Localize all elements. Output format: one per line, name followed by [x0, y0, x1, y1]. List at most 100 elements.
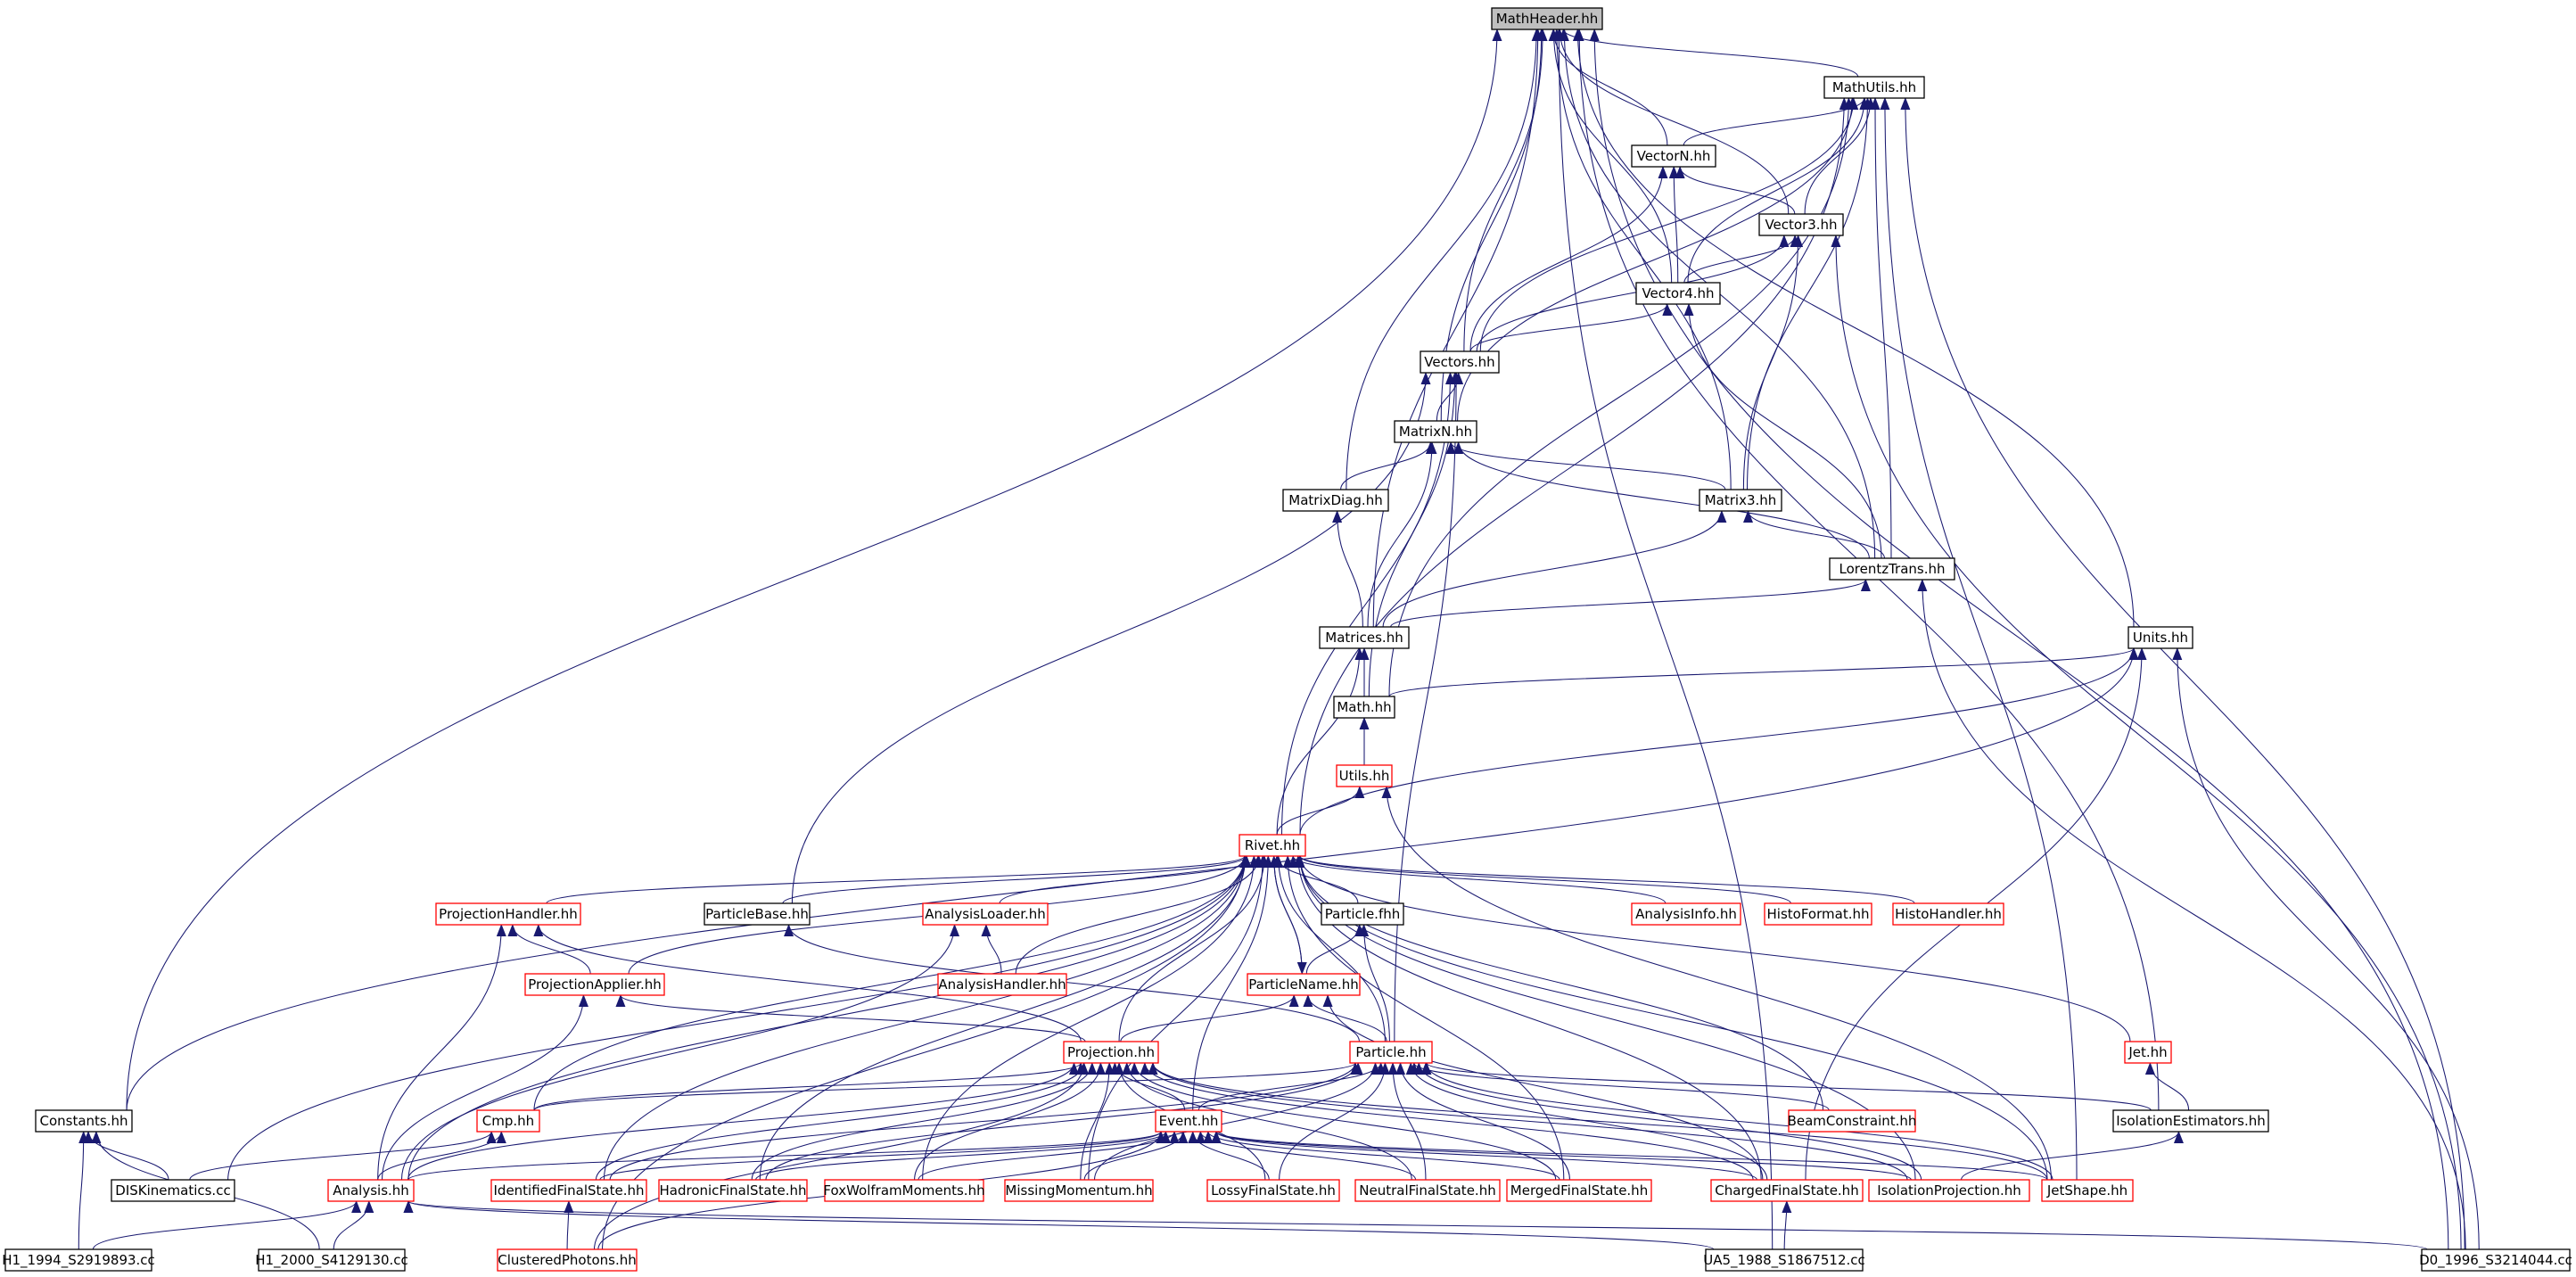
node-box[interactable] — [435, 902, 581, 926]
node-box[interactable] — [1155, 1109, 1222, 1133]
node-box[interactable] — [1788, 1109, 1916, 1133]
node-label[interactable]: AnalysisLoader.hh — [925, 906, 1046, 922]
node-label[interactable]: Analysis.hh — [333, 1182, 409, 1199]
node-label[interactable]: MergedFinalState.hh — [1510, 1182, 1648, 1199]
node-box[interactable] — [111, 1179, 235, 1202]
node-math[interactable]: Math.hh — [1333, 696, 1395, 719]
node-label[interactable]: NeutralFinalState.hh — [1359, 1182, 1495, 1199]
node-box[interactable] — [1829, 557, 1955, 581]
node-jetshape[interactable]: JetShape.hh — [2041, 1179, 2134, 1202]
node-jet[interactable]: Jet.hh — [2124, 1041, 2172, 1064]
node-label[interactable]: D0_1996_S3214044.cc — [2419, 1252, 2572, 1269]
node-lorentztrans[interactable]: LorentzTrans.hh — [1829, 557, 1955, 581]
node-mathheader[interactable]: MathHeader.hh — [1491, 7, 1603, 30]
node-label[interactable]: Matrix3.hh — [1705, 492, 1777, 508]
node-box[interactable] — [1349, 1041, 1433, 1064]
node-analysisloader[interactable]: AnalysisLoader.hh — [922, 902, 1049, 926]
node-label[interactable]: JetShape.hh — [2046, 1182, 2127, 1199]
node-vector4[interactable]: Vector4.hh — [1635, 282, 1721, 305]
node-identifiedfinalstate[interactable]: IdentifiedFinalState.hh — [490, 1179, 647, 1202]
node-isolationprojection[interactable]: IsolationProjection.hh — [1868, 1179, 2030, 1202]
node-label[interactable]: Units.hh — [2133, 630, 2188, 646]
node-missingmomentum[interactable]: MissingMomentum.hh — [1004, 1179, 1154, 1202]
node-label[interactable]: MathUtils.hh — [1832, 79, 1916, 95]
node-clusteredphotons[interactable]: ClusteredPhotons.hh — [497, 1248, 638, 1272]
node-label[interactable]: MatrixDiag.hh — [1288, 492, 1382, 508]
node-label[interactable]: LossyFinalState.hh — [1211, 1182, 1336, 1199]
node-box[interactable] — [1699, 489, 1782, 512]
node-box[interactable] — [1635, 282, 1721, 305]
node-label[interactable]: ClusteredPhotons.hh — [498, 1252, 637, 1268]
node-box[interactable] — [1206, 1179, 1340, 1202]
node-utils[interactable]: Utils.hh — [1336, 764, 1393, 787]
node-label[interactable]: HistoFormat.hh — [1767, 906, 1870, 922]
node-box[interactable] — [1892, 902, 2004, 926]
node-label[interactable]: Jet.hh — [2127, 1044, 2167, 1060]
node-box[interactable] — [1491, 7, 1603, 30]
node-diskinematics[interactable]: DISKinematics.cc — [111, 1179, 235, 1202]
node-units[interactable]: Units.hh — [2127, 626, 2193, 649]
node-label[interactable]: H1_1994_S2919893.cc — [2, 1252, 155, 1269]
node-analysishandler[interactable]: AnalysisHandler.hh — [937, 973, 1067, 996]
node-box[interactable] — [1710, 1179, 1864, 1202]
node-box[interactable] — [1394, 420, 1477, 443]
node-label[interactable]: Rivet.hh — [1245, 837, 1300, 853]
node-label[interactable]: IsolationEstimators.hh — [2116, 1113, 2265, 1129]
node-box[interactable] — [1319, 626, 1410, 649]
node-box[interactable] — [490, 1179, 647, 1202]
node-box[interactable] — [704, 902, 811, 926]
node-box[interactable] — [476, 1109, 540, 1133]
node-label[interactable]: Particle.hh — [1355, 1044, 1426, 1060]
node-matrixdiag[interactable]: MatrixDiag.hh — [1282, 489, 1389, 512]
node-label[interactable]: BeamConstraint.hh — [1788, 1113, 1917, 1129]
node-particlefhh[interactable]: Particle.fhh — [1321, 902, 1404, 926]
node-rivet[interactable]: Rivet.hh — [1239, 834, 1306, 857]
node-label[interactable]: ProjectionHandler.hh — [439, 906, 578, 922]
node-box[interactable] — [1758, 213, 1844, 236]
node-box[interactable] — [1239, 834, 1306, 857]
node-label[interactable]: VectorN.hh — [1637, 148, 1711, 164]
node-box[interactable] — [2421, 1248, 2571, 1272]
node-cmp[interactable]: Cmp.hh — [476, 1109, 540, 1133]
node-label[interactable]: MissingMomentum.hh — [1005, 1182, 1152, 1199]
node-box[interactable] — [1506, 1179, 1652, 1202]
node-box[interactable] — [1631, 902, 1741, 926]
node-label[interactable]: Math.hh — [1337, 699, 1391, 715]
node-box[interactable] — [1004, 1179, 1154, 1202]
node-neutralfinalstate[interactable]: NeutralFinalState.hh — [1354, 1179, 1501, 1202]
node-box[interactable] — [2127, 626, 2193, 649]
node-box[interactable] — [1063, 1041, 1159, 1064]
node-ua5-1988[interactable]: UA5_1988_S1867512.cc — [1703, 1248, 1865, 1272]
node-box[interactable] — [1705, 1248, 1864, 1272]
node-vectorn[interactable]: VectorN.hh — [1631, 144, 1716, 168]
node-particle[interactable]: Particle.hh — [1349, 1041, 1433, 1064]
node-box[interactable] — [497, 1248, 638, 1272]
node-label[interactable]: H1_2000_S4129130.cc — [255, 1252, 408, 1269]
node-box[interactable] — [1868, 1179, 2030, 1202]
node-label[interactable]: Matrices.hh — [1325, 630, 1403, 646]
node-box[interactable] — [1420, 350, 1500, 374]
node-label[interactable]: Event.hh — [1159, 1113, 1219, 1129]
node-box[interactable] — [2112, 1109, 2269, 1133]
node-label[interactable]: FoxWolframMoments.hh — [823, 1182, 984, 1199]
node-label[interactable]: IsolationProjection.hh — [1877, 1182, 2020, 1199]
node-label[interactable]: Constants.hh — [39, 1113, 128, 1129]
node-lossyfinalstate[interactable]: LossyFinalState.hh — [1206, 1179, 1340, 1202]
node-box[interactable] — [258, 1248, 406, 1272]
node-particlename[interactable]: ParticleName.hh — [1247, 973, 1361, 996]
node-label[interactable]: AnalysisInfo.hh — [1635, 906, 1737, 922]
node-box[interactable] — [937, 973, 1067, 996]
node-mathutils[interactable]: MathUtils.hh — [1823, 76, 1925, 99]
node-box[interactable] — [1336, 764, 1393, 787]
node-vectors[interactable]: Vectors.hh — [1420, 350, 1500, 374]
node-label[interactable]: Vectors.hh — [1424, 354, 1494, 370]
node-label[interactable]: ParticleName.hh — [1248, 976, 1358, 993]
node-h1-1994[interactable]: H1_1994_S2919893.cc — [2, 1248, 155, 1272]
node-label[interactable]: MathHeader.hh — [1496, 11, 1599, 27]
node-label[interactable]: UA5_1988_S1867512.cc — [1703, 1252, 1865, 1269]
node-label[interactable]: Vector3.hh — [1765, 217, 1837, 233]
node-box[interactable] — [35, 1109, 133, 1133]
node-label[interactable]: Vector4.hh — [1642, 285, 1714, 301]
node-label[interactable]: LorentzTrans.hh — [1839, 561, 1945, 577]
node-label[interactable]: IdentifiedFinalState.hh — [494, 1182, 645, 1199]
